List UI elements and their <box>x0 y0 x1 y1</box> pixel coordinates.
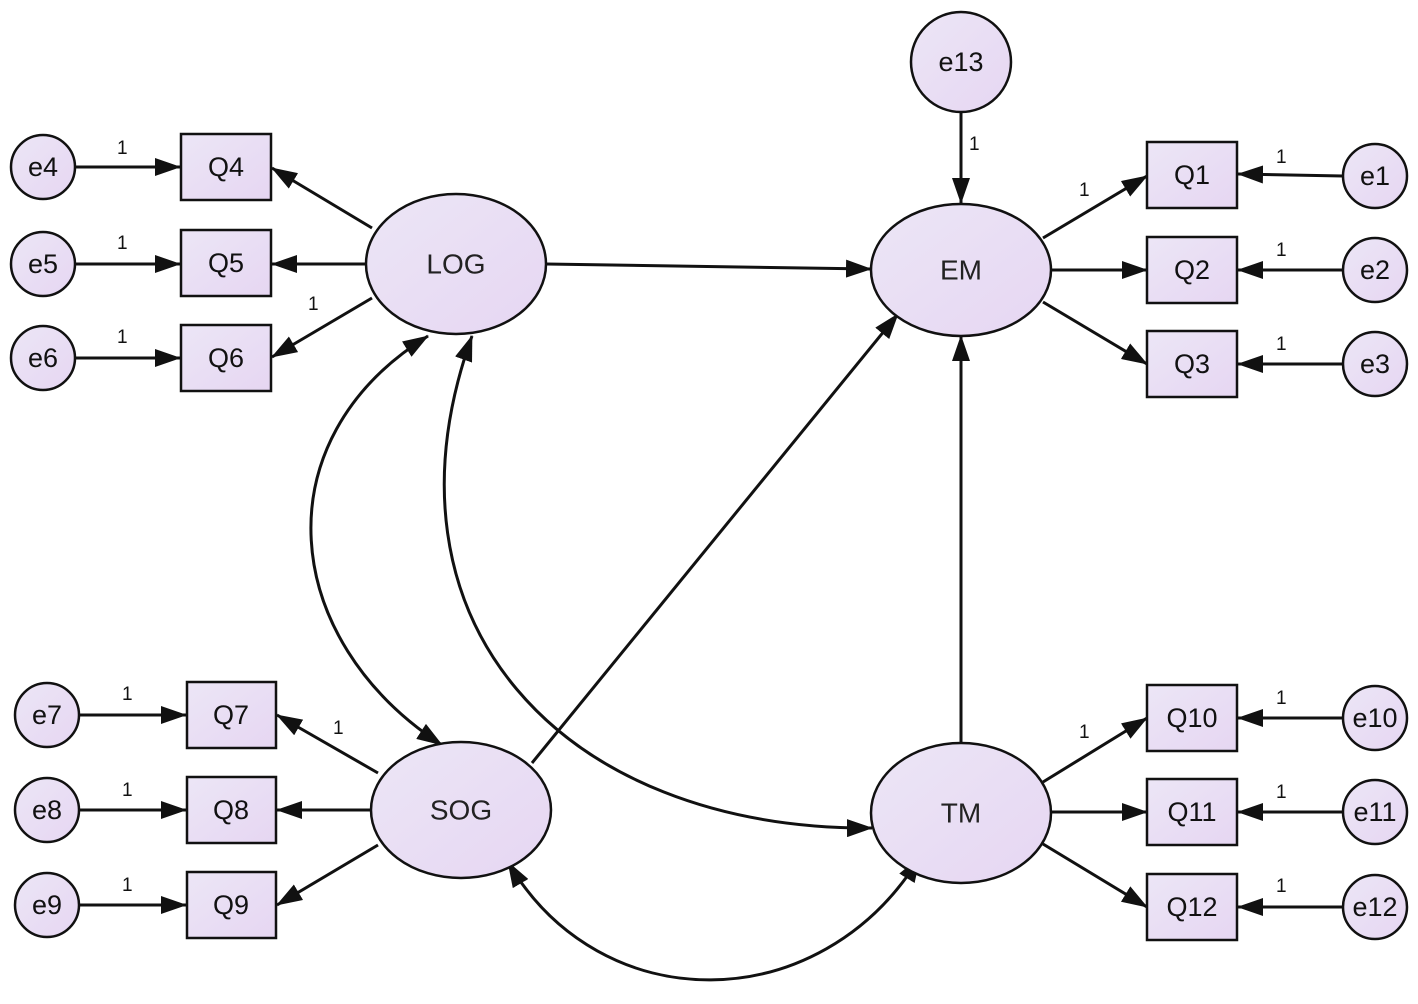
weight-log-q6: 1 <box>308 294 319 315</box>
edge-tm-q12 <box>1042 842 1148 909</box>
weight-sog-q7: 1 <box>333 718 344 739</box>
indicator-q2: Q2 <box>1145 235 1239 305</box>
weight-tm-q10: 1 <box>1079 722 1090 743</box>
error-e10: e10 <box>1341 684 1409 752</box>
edge-log-em <box>545 259 872 278</box>
error-e12: e12 <box>1341 873 1409 941</box>
error-e12-label: e12 <box>1352 892 1397 922</box>
error-e1-label: e1 <box>1360 161 1390 191</box>
indicator-q10: Q10 <box>1145 683 1239 753</box>
edge-tm-q10 <box>1042 716 1148 784</box>
weight-e12-q12: 1 <box>1276 876 1287 897</box>
indicator-q1-label: Q1 <box>1174 160 1210 190</box>
error-e5-label: e5 <box>28 249 58 279</box>
covariance-sog-tm <box>506 856 922 982</box>
error-e6-label: e6 <box>28 343 58 373</box>
indicator-q7: Q7 <box>185 680 278 750</box>
indicator-q1: Q1 <box>1145 140 1239 210</box>
latent-em: EM <box>869 202 1053 338</box>
error-e10-label: e10 <box>1352 703 1397 733</box>
weight-e6-q6: 1 <box>117 327 128 348</box>
error-e8-label: e8 <box>32 795 62 825</box>
error-e3-label: e3 <box>1360 349 1390 379</box>
indicator-q3: Q3 <box>1145 329 1239 399</box>
indicator-q7-label: Q7 <box>213 700 249 730</box>
weight-e11-q11: 1 <box>1276 782 1287 803</box>
indicator-q4-label: Q4 <box>208 152 244 182</box>
indicator-q8-label: Q8 <box>213 795 249 825</box>
error-e9: e9 <box>13 871 81 939</box>
error-e3: e3 <box>1341 330 1409 398</box>
weight-e9-q9: 1 <box>122 875 133 896</box>
latent-variables: LOG EM SOG TM <box>364 192 1053 885</box>
edge-log-tm <box>442 335 873 838</box>
latent-tm: TM <box>869 741 1053 885</box>
error-e11-label: e11 <box>1353 797 1396 827</box>
error-e2-label: e2 <box>1360 255 1390 285</box>
error-e7: e7 <box>13 681 81 749</box>
edge-sog-q9 <box>276 843 379 907</box>
latent-sog: SOG <box>369 740 553 880</box>
indicator-q10-label: Q10 <box>1166 703 1217 733</box>
weight-e13-em: 1 <box>969 134 980 155</box>
indicator-q12: Q12 <box>1145 872 1239 942</box>
weight-e10-q10: 1 <box>1276 688 1287 709</box>
indicator-q9: Q9 <box>185 870 278 940</box>
weight-e5-q5: 1 <box>117 233 128 254</box>
edge-sog-em <box>530 313 900 764</box>
indicator-q9-label: Q9 <box>213 890 249 920</box>
error-e4-label: e4 <box>28 152 58 182</box>
weight-e8-q8: 1 <box>122 780 133 801</box>
error-e11: e11 <box>1341 778 1409 846</box>
latent-log: LOG <box>364 192 548 336</box>
indicator-q11-label: Q11 <box>1167 797 1216 827</box>
error-e9-label: e9 <box>32 890 62 920</box>
latent-em-label: EM <box>940 255 982 286</box>
error-e13-label: e13 <box>938 47 983 77</box>
error-terms: e4 e5 e6 e7 e8 e9 e13 e1 e2 e3 e10 e11 e… <box>9 10 1409 941</box>
indicator-q12-label: Q12 <box>1166 892 1217 922</box>
weight-e3-q3: 1 <box>1276 334 1287 355</box>
weight-labels: 1 1 1 1 1 1 1 1 1 1 1 1 1 1 1 1 1 <box>117 134 1287 897</box>
error-e8: e8 <box>13 776 81 844</box>
indicator-q4: Q4 <box>179 132 273 202</box>
weight-e4-q4: 1 <box>117 138 128 159</box>
edge-em-q1 <box>1042 174 1148 240</box>
error-e2: e2 <box>1341 236 1409 304</box>
indicator-q6: Q6 <box>179 323 273 393</box>
weight-em-q1: 1 <box>1079 180 1090 201</box>
error-e4: e4 <box>9 133 77 201</box>
latent-log-label: LOG <box>426 249 485 280</box>
error-e5: e5 <box>9 230 77 298</box>
edge-em-q3 <box>1042 300 1148 366</box>
edge-sog-q7 <box>276 713 379 775</box>
indicator-q3-label: Q3 <box>1174 349 1210 379</box>
weight-e1-q1: 1 <box>1276 147 1287 168</box>
indicator-q11: Q11 <box>1145 777 1239 847</box>
edges <box>76 112 1344 982</box>
weight-e2-q2: 1 <box>1276 240 1287 261</box>
indicators: Q4 Q5 Q6 Q7 Q8 Q9 Q1 Q2 Q3 Q10 Q11 Q12 <box>179 132 1239 942</box>
error-e6: e6 <box>9 324 77 392</box>
edge-e1-q1 <box>1237 165 1344 184</box>
edge-log-q4 <box>271 166 373 230</box>
latent-sog-label: SOG <box>430 795 492 826</box>
weight-e7-q7: 1 <box>122 684 133 705</box>
edge-log-q6 <box>271 296 373 359</box>
indicator-q2-label: Q2 <box>1174 255 1210 285</box>
indicator-q6-label: Q6 <box>208 343 244 373</box>
indicator-q5: Q5 <box>179 228 273 298</box>
indicator-q5-label: Q5 <box>208 248 244 278</box>
covariance-log-sog <box>309 334 443 747</box>
error-e13: e13 <box>909 10 1013 114</box>
latent-tm-label: TM <box>941 798 981 829</box>
indicator-q8: Q8 <box>185 775 278 845</box>
error-e1: e1 <box>1341 142 1409 210</box>
error-e7-label: e7 <box>32 700 62 730</box>
